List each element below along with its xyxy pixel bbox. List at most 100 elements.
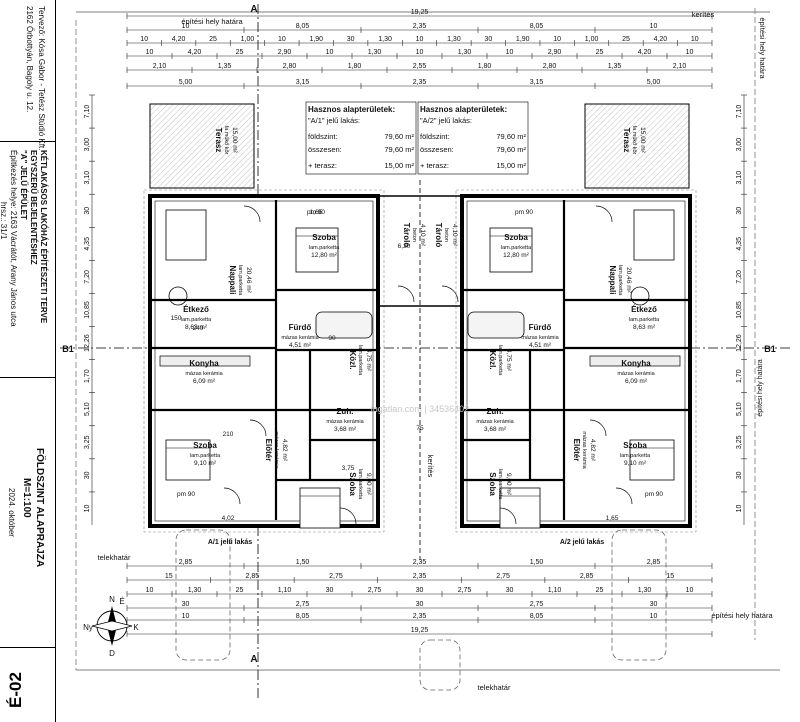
top-dim-row-4-value: 2,90 (548, 49, 562, 56)
room-name: Konyha (189, 359, 219, 368)
small-dimension: 1,65 (606, 515, 619, 522)
bottom-dim-row-3-value: 30 (416, 587, 424, 594)
room-area: 4,10 m² (419, 224, 426, 247)
room-area: 3,68 m² (484, 426, 507, 433)
parking-outline (419, 639, 461, 691)
room-floor-finish: mázas kerámia (617, 371, 655, 377)
compass-k-label: K (133, 623, 139, 632)
top-dim-row-4-value: 1,30 (368, 49, 382, 56)
bottom-dim-row-4-value: 2,75 (530, 601, 544, 608)
room-area: 4,51 m² (289, 342, 312, 349)
top-dim-row-3-value: 1,30 (378, 36, 392, 43)
top-dim-row-4-value: 10 (146, 49, 154, 56)
room-area: 15,00 m² (639, 127, 646, 153)
room-floor-finish: mázas kerámia (581, 431, 587, 469)
area-table-foldszint-label: földszint: (420, 132, 450, 141)
area-table-terasz-value: 15,00 m² (384, 161, 414, 170)
top-dim-row-4-value: 10 (326, 49, 334, 56)
room-name: Szoba (488, 472, 497, 496)
compass-needle-ew (91, 620, 133, 632)
room-area: 12,80 m² (503, 252, 529, 259)
area-table-foldszint-value: 79,60 m² (496, 132, 526, 141)
inner-wall-line (466, 200, 686, 522)
room-floor-finish: lam.parketta (617, 265, 623, 296)
right-dim-chain-value: 7,10 (736, 105, 743, 119)
top-dim-row-3-value: 10 (691, 36, 699, 43)
small-dimension: pm 90 (645, 491, 663, 498)
inner-wall-line (154, 200, 374, 522)
bottom-dim-row-5-value: 8,05 (530, 613, 544, 620)
compass-south-label: D (109, 649, 115, 658)
bottom-dim-row-2-value: 15 (165, 573, 173, 580)
bottom-dim-row-2-value: 2,85 (580, 573, 594, 580)
left-dim-chain-value: 5,10 (84, 402, 91, 416)
small-dimension: pm 90 (177, 491, 195, 498)
right-dim-chain-value: 30 (736, 207, 743, 215)
door-swing (249, 419, 267, 437)
area-table-left: Hasznos alapterületek:"A/1" jelű lakás:f… (305, 101, 417, 175)
left-dim-chain-value: 30 (84, 471, 91, 479)
area-table-foldszint-label: földszint: (308, 132, 338, 141)
room-floor-finish: mázas kerámia (273, 431, 279, 469)
room-name: Közl. (488, 350, 497, 369)
small-dimension: 1,65 (310, 209, 323, 216)
room-name: Nappali (228, 266, 237, 295)
room-floor-finish: lam.parketta (181, 317, 212, 323)
top-dim-row-6-value: 3,15 (296, 79, 310, 86)
room-floor-finish: lam.parketta (190, 453, 221, 459)
left-dim-chain-value: 3,25 (84, 435, 91, 449)
bottom-dim-row-1-value: 1,50 (530, 559, 544, 566)
door-swing (595, 205, 613, 223)
left-dim-chain-value: 10 (84, 504, 91, 512)
top-dim-row-5-value: 2,80 (543, 63, 557, 70)
title-block-project-cell: KÉTLAKÁSOS LAKÓHÁZ ÉPÍTÉSZETI TERVE EGYS… (0, 142, 56, 378)
room-area: 9,10 m² (624, 460, 647, 467)
top-dim-row-4-value: 10 (686, 49, 694, 56)
small-dimension: pm 90 (307, 209, 325, 216)
room-area: 12,80 m² (311, 252, 337, 259)
small-dimension: 240 (193, 325, 204, 332)
room-area: 8,63 m² (185, 324, 208, 331)
plot-boundary-label-bottom: telekhatár (478, 683, 511, 692)
eave-outline (455, 189, 697, 533)
top-dim-row-6-value: 5,00 (647, 79, 661, 86)
top-dim-row-3-value: 1,90 (309, 36, 323, 43)
bottom-dim-row-6-value: 19,25 (411, 627, 429, 634)
right-dim-chain-value: 3,10 (736, 171, 743, 185)
room-name: Fürdő (289, 323, 312, 332)
room-area: 4,75 m² (505, 349, 512, 372)
room-name: Terasz (214, 128, 223, 153)
top-dim-row-4-value: 4,20 (638, 49, 652, 56)
top-dim-row-6-value: 3,15 (530, 79, 544, 86)
room-floor-finish: lam.parketta (497, 469, 503, 500)
right-dim-chain-value: 5,10 (736, 402, 743, 416)
area-table-right: Hasznos alapterületek:"A/2" jelű lakás:f… (417, 101, 529, 175)
small-dimension: 6,20 (398, 243, 411, 250)
room-floor-finish: mázas kerámia (326, 419, 364, 425)
room-floor-finish: lam.parketta (237, 265, 243, 296)
bottom-dim-row-1-value: 2,35 (413, 559, 427, 566)
top-dim-row-3-value: 1,00 (241, 36, 255, 43)
room-name: Fürdő (529, 323, 552, 332)
title-block-company-cell: Tervező: Kósa Gábor - Tetész Stúdió Kft.… (0, 0, 56, 150)
left-dim-chain-value: 10,85 (84, 301, 91, 319)
sofa-icon (165, 209, 207, 261)
top-dim-row-2-value: 10 (182, 23, 190, 30)
top-dim-row-4-value: 25 (596, 49, 604, 56)
left-dim-chain-value: 1,70 (84, 369, 91, 383)
bottom-dim-row-3-value: 1,10 (278, 587, 292, 594)
building-limit-label-right: építési hely határa (758, 17, 767, 79)
top-dim-row-3-value: 10 (278, 36, 286, 43)
dining-table-icon (630, 286, 650, 306)
watermark-text: ingatlan.com | 34536402 (371, 404, 469, 414)
top-dim-row-4-value: 4,20 (188, 49, 202, 56)
door-swing (223, 487, 241, 505)
bottom-dim-row-5-value: 2,35 (413, 613, 427, 620)
top-dim-row-5-value: 1,80 (478, 63, 492, 70)
